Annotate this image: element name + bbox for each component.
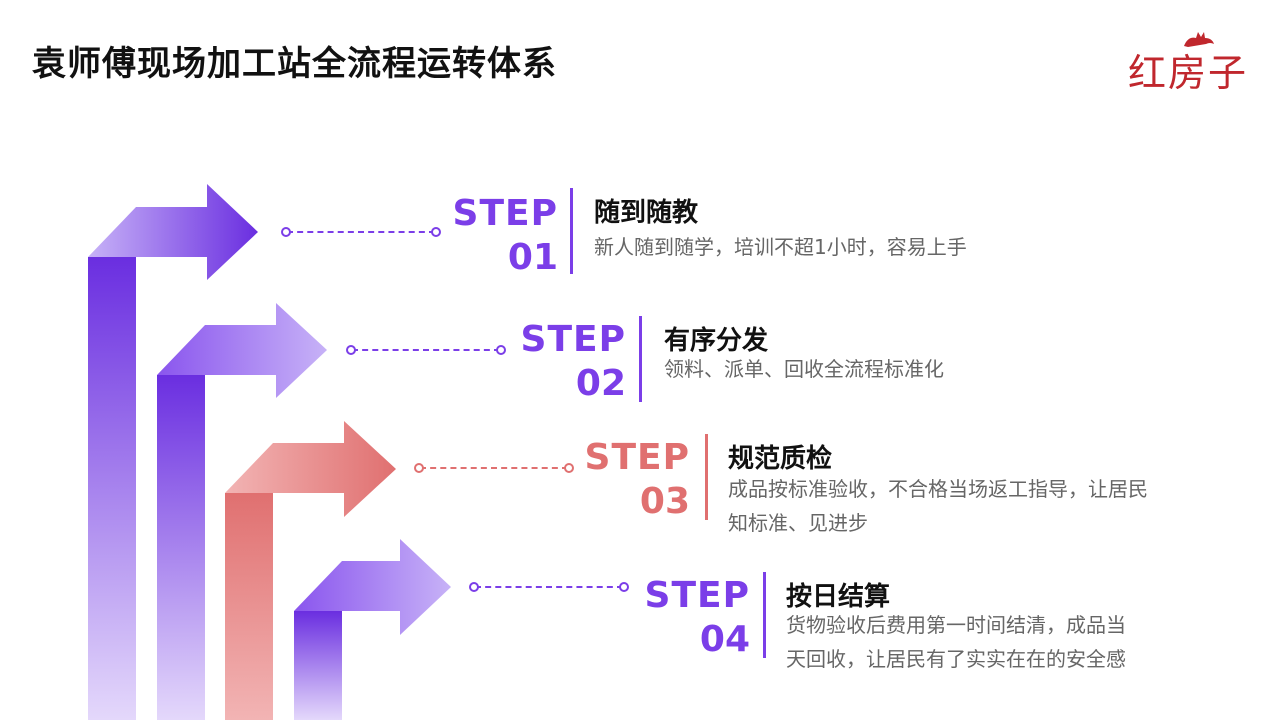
step-description: 货物验收后费用第一时间结清，成品当 天回收，让居民有了实实在在的安全感 (786, 608, 1206, 676)
connector-step-01 (281, 227, 441, 237)
step-number: 01 (507, 237, 558, 278)
arrow-step-04 (294, 539, 451, 720)
brand-logo: 红房子 (1128, 30, 1252, 95)
step-description-line: 货物验收后费用第一时间结清，成品当 (786, 613, 1126, 637)
step-word: STEP (584, 437, 690, 478)
connector-step-02 (346, 345, 506, 355)
step-description-line: 新人随到随学，培训不超1小时，容易上手 (594, 235, 967, 259)
step-title: 按日结算 (786, 582, 891, 612)
step-number: 02 (575, 363, 626, 404)
logo-text: 红房子 (1128, 51, 1249, 95)
step-divider (639, 316, 642, 402)
step-word: STEP (644, 575, 750, 616)
step-number: 04 (699, 619, 750, 660)
step-divider (763, 572, 766, 658)
step-title: 随到随教 (594, 198, 699, 228)
step-divider (705, 434, 708, 520)
step-label-01: STEP 01 (440, 196, 558, 276)
step-label-03: STEP 03 (572, 440, 690, 520)
connector-step-04 (469, 582, 629, 592)
step-label-02: STEP 02 (508, 322, 626, 402)
step-description: 成品按标准验收，不合格当场返工指导，让居民 知标准、见进步 (728, 472, 1248, 540)
step-word: STEP (520, 319, 626, 360)
step-number: 03 (639, 481, 690, 522)
step-description-line: 领料、派单、回收全流程标准化 (664, 357, 944, 381)
step-word: STEP (452, 193, 558, 234)
step-description: 新人随到随学，培训不超1小时，容易上手 (594, 230, 1054, 264)
connector-step-03 (414, 463, 574, 473)
step-description-line: 知标准、见进步 (728, 511, 868, 535)
page-title: 袁师傅现场加工站全流程运转体系 (32, 44, 557, 84)
step-description-line: 天回收，让居民有了实实在在的安全感 (786, 647, 1126, 671)
cat-icon (1184, 32, 1214, 47)
step-title: 规范质检 (728, 444, 833, 474)
arrow-step-03 (225, 421, 396, 720)
step-description: 领料、派单、回收全流程标准化 (664, 352, 1124, 386)
step-description-line: 成品按标准验收，不合格当场返工指导，让居民 (728, 477, 1148, 501)
arrow-step-01 (88, 184, 258, 720)
step-divider (570, 188, 573, 274)
step-title: 有序分发 (664, 326, 769, 356)
step-label-04: STEP 04 (632, 578, 750, 658)
arrow-step-02 (157, 303, 327, 720)
